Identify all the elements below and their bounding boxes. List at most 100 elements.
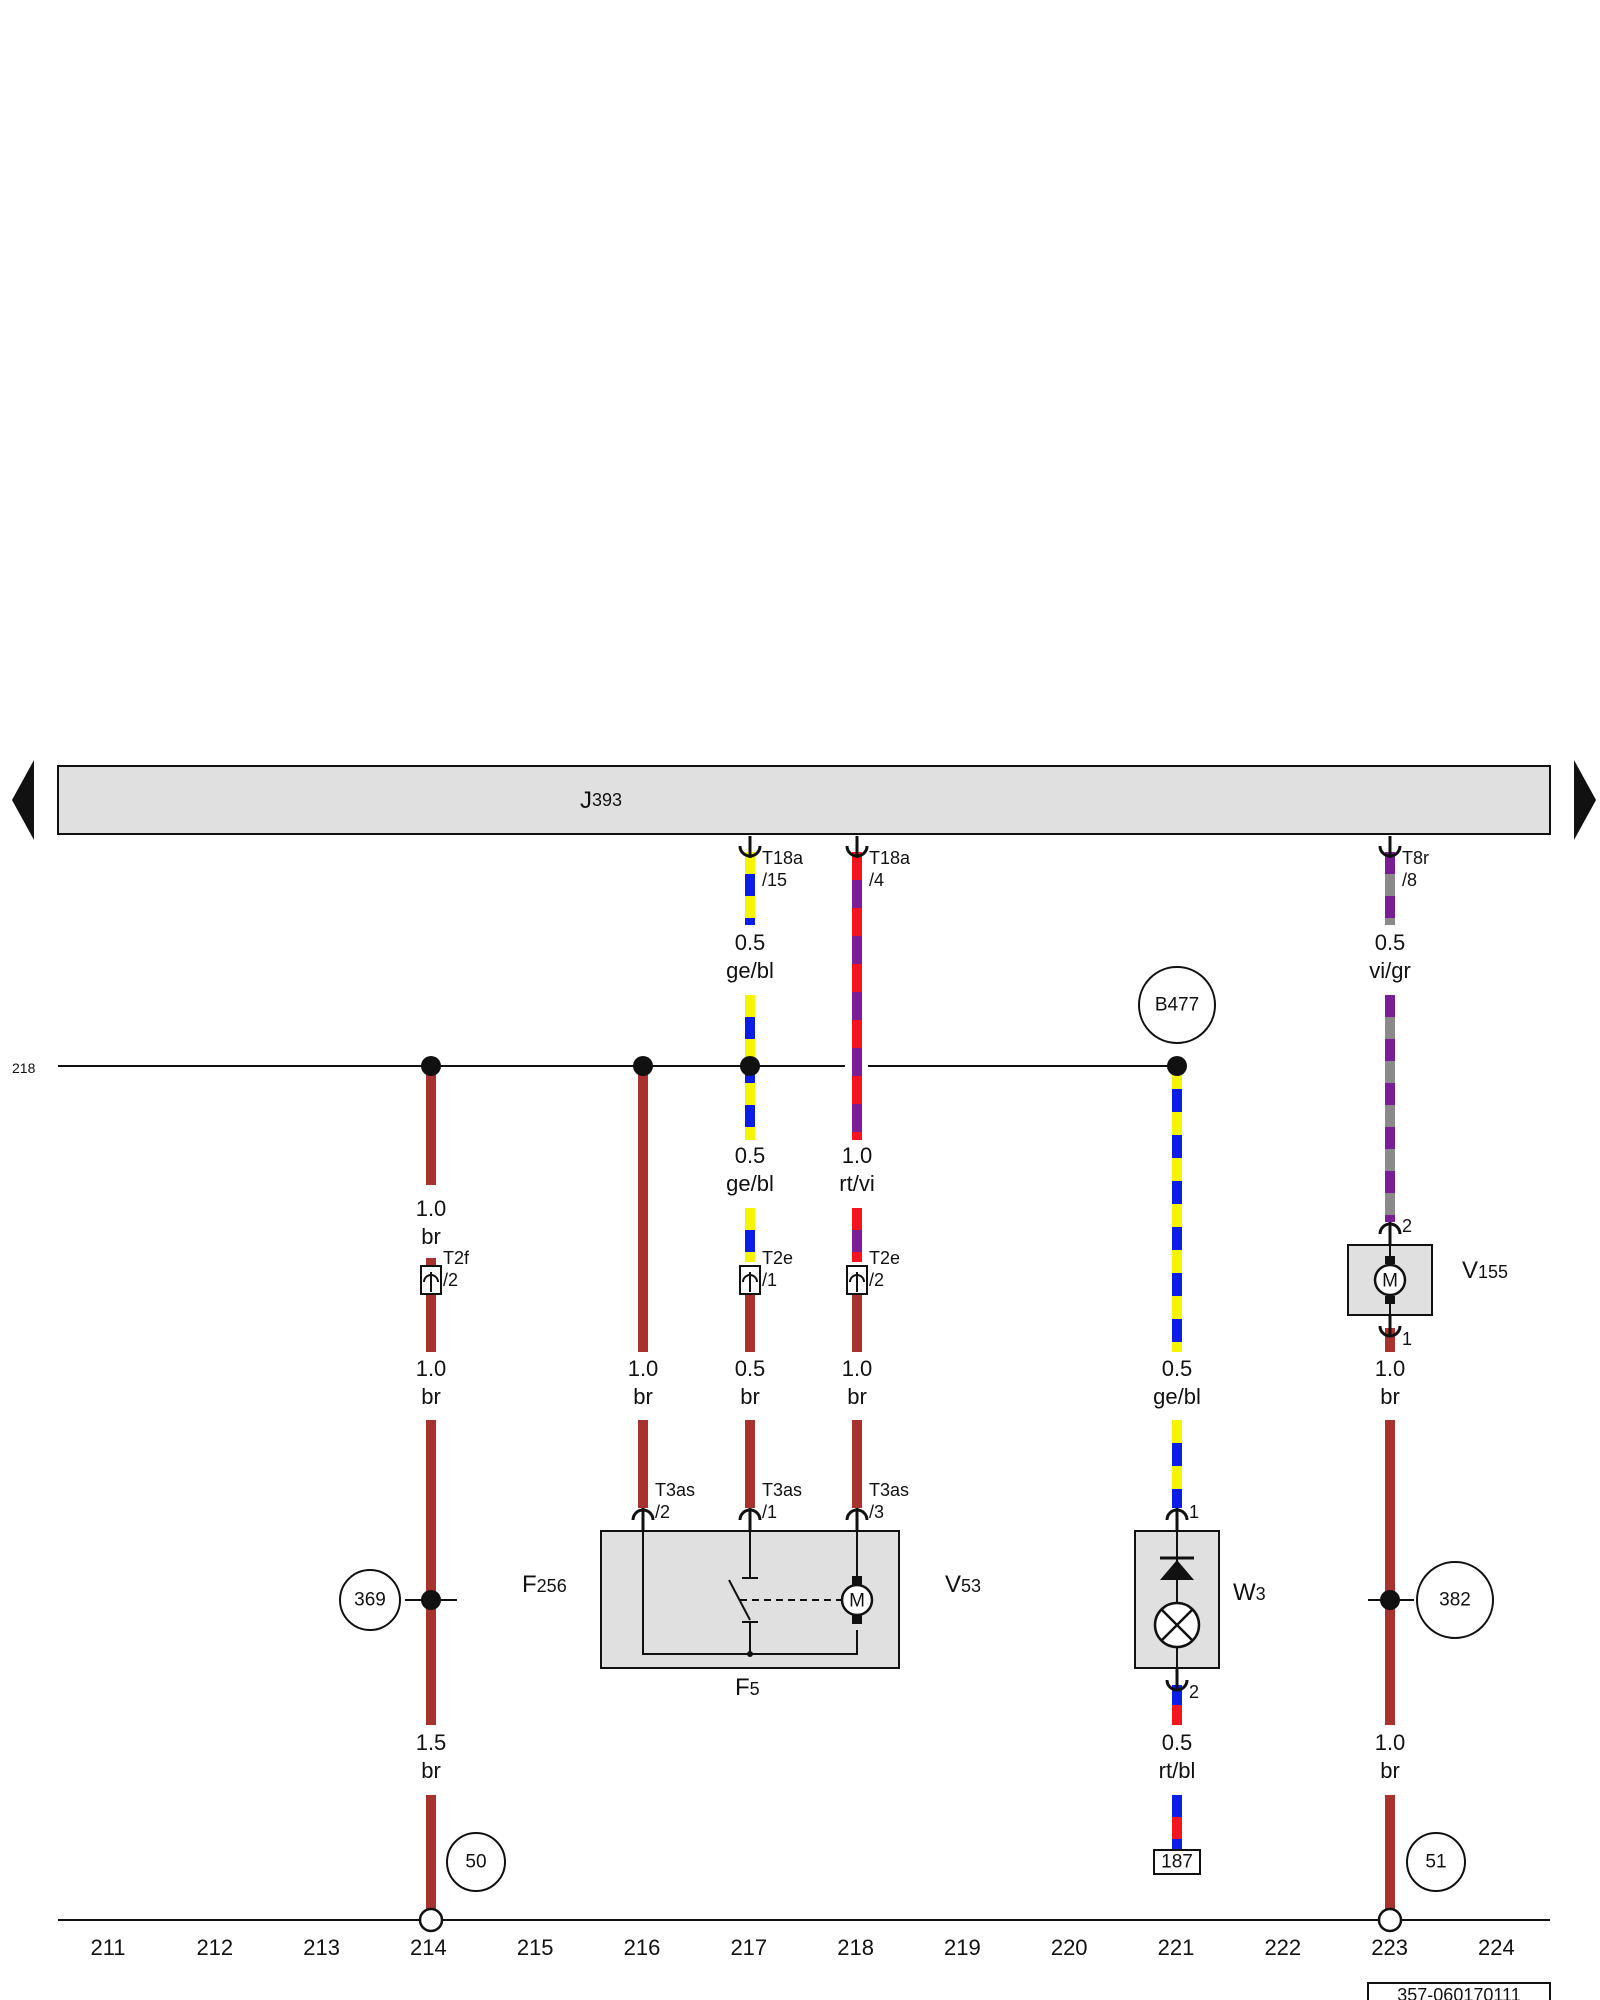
track-number: 224	[1478, 1935, 1515, 1960]
wire-label-221-mid: 0.5 ge/bl	[1153, 1356, 1201, 1409]
svg-text:50: 50	[465, 1852, 486, 1873]
svg-text:1.0: 1.0	[842, 1143, 873, 1168]
ref-b477[interactable]: B477	[1138, 966, 1216, 1044]
svg-text:T3as: T3as	[762, 1480, 802, 1500]
motor-v53-icon: M	[840, 1532, 874, 1624]
doc-id-box: 357-060170111	[1367, 1982, 1551, 2000]
svg-text:T3as: T3as	[655, 1480, 695, 1500]
svg-text:M: M	[1382, 1271, 1398, 1292]
svg-text:1: 1	[1402, 1329, 1412, 1349]
svg-text:382: 382	[1439, 1590, 1471, 1611]
svg-text:T18a: T18a	[869, 848, 911, 868]
wire-label-223-low: 1.0 br	[1375, 1730, 1406, 1783]
wire-223-upper	[1385, 995, 1395, 1222]
svg-text:T2f: T2f	[443, 1248, 470, 1268]
svg-text:br: br	[421, 1758, 441, 1783]
lamp-w3-icon	[1153, 1601, 1201, 1649]
ref-187-box[interactable]: 187	[1153, 1849, 1201, 1875]
svg-text:1.0: 1.0	[842, 1356, 873, 1381]
wire-label-221-low: 0.5 rt/bl	[1159, 1730, 1196, 1783]
svg-text:0.5: 0.5	[1162, 1356, 1193, 1381]
wire-label-216: 1.0 br	[628, 1356, 659, 1409]
svg-text:1.0: 1.0	[416, 1356, 447, 1381]
track-number: 221	[1158, 1935, 1195, 1960]
svg-text:1.0: 1.0	[1375, 1730, 1406, 1755]
wire-217-top	[745, 852, 755, 925]
wire-label-223-top: 0.5 vi/gr	[1369, 930, 1411, 983]
svg-text:/15: /15	[762, 870, 787, 890]
svg-text:0.5: 0.5	[1375, 930, 1406, 955]
svg-text:0.5: 0.5	[735, 1356, 766, 1381]
svg-text:187: 187	[1161, 1852, 1193, 1873]
wire-218-lower	[852, 1208, 862, 1262]
svg-text:357-060170111: 357-060170111	[1397, 1985, 1520, 2000]
svg-text:/2: /2	[655, 1502, 670, 1522]
wire-221-upper	[1172, 1066, 1182, 1352]
svg-text:T18a: T18a	[762, 848, 804, 868]
svg-text:0.5: 0.5	[735, 1143, 766, 1168]
connector-t18a-4: T18a /4	[845, 836, 911, 890]
svg-text:B477: B477	[1155, 995, 1199, 1016]
wire-223-top	[1385, 852, 1395, 925]
svg-text:ge/bl: ge/bl	[726, 1171, 774, 1196]
junction-214	[421, 1056, 441, 1076]
wire-221-lower	[1172, 1420, 1182, 1508]
connector-t3as-2: T3as /2	[631, 1480, 695, 1532]
track-number: 212	[196, 1935, 233, 1960]
component-v155-label: V155	[1462, 1257, 1508, 1284]
track-number: 222	[1264, 1935, 1301, 1960]
wire-217-lower	[745, 1208, 755, 1262]
connector-t2e-1: T2e /1	[739, 1248, 793, 1295]
svg-text:M: M	[849, 1591, 865, 1612]
svg-text:/2: /2	[443, 1270, 458, 1290]
junction-217	[740, 1056, 760, 1076]
connector-t2f-2: T2f /2	[420, 1248, 470, 1295]
connector-v155-2: 2	[1378, 1216, 1412, 1246]
ref-382[interactable]: 382	[1368, 1561, 1494, 1639]
svg-text:/2: /2	[869, 1270, 884, 1290]
connector-t3as-1: T3as /1	[738, 1480, 802, 1532]
svg-text:2: 2	[1189, 1682, 1199, 1702]
svg-text:/1: /1	[762, 1270, 777, 1290]
svg-text:br: br	[421, 1384, 441, 1409]
connector-v155-1: 1	[1378, 1314, 1412, 1349]
ref-51[interactable]: 51	[1406, 1832, 1466, 1892]
page-next-arrow-icon[interactable]	[1574, 760, 1596, 840]
connector-t3as-3: T3as /3	[845, 1480, 909, 1532]
svg-text:1.0: 1.0	[1375, 1356, 1406, 1381]
svg-text:1.0: 1.0	[416, 1196, 447, 1221]
svg-text:T8r: T8r	[1402, 848, 1429, 868]
motor-v155-icon: M	[1373, 1246, 1407, 1314]
svg-text:T3as: T3as	[869, 1480, 909, 1500]
wire-label-214-upper: 1.0 br	[416, 1196, 447, 1249]
ref-50[interactable]: 50	[446, 1832, 506, 1892]
svg-text:1.5: 1.5	[416, 1730, 447, 1755]
connector-t8r-8: T8r /8	[1378, 836, 1429, 890]
svg-text:/4: /4	[869, 870, 884, 890]
svg-text:br: br	[740, 1384, 760, 1409]
track-number: 220	[1051, 1935, 1088, 1960]
svg-text:ge/bl: ge/bl	[726, 958, 774, 983]
wire-label-218-mid: 1.0 rt/vi	[839, 1143, 874, 1196]
junction-216	[633, 1056, 653, 1076]
track-number: 216	[624, 1935, 661, 1960]
control-unit-j393-label: J393	[580, 787, 622, 814]
svg-text:1: 1	[1189, 1502, 1199, 1522]
svg-text:/3: /3	[869, 1502, 884, 1522]
wire-label-217-top: 0.5 ge/bl	[726, 930, 774, 983]
track-number: 217	[730, 1935, 767, 1960]
connector-t18a-15: T18a /15	[738, 836, 804, 890]
svg-text:br: br	[1380, 1758, 1400, 1783]
track-number: 215	[517, 1935, 554, 1960]
svg-text:1.0: 1.0	[628, 1356, 659, 1381]
wire-label-223-mid: 1.0 br	[1375, 1356, 1406, 1409]
wire-218-upper	[852, 852, 862, 1140]
component-f256-label: F256	[522, 1571, 567, 1598]
page-prev-arrow-icon[interactable]	[12, 760, 34, 840]
ref-369[interactable]: 369	[339, 1569, 457, 1631]
svg-text:vi/gr: vi/gr	[1369, 958, 1411, 983]
svg-text:51: 51	[1425, 1852, 1446, 1873]
svg-text:T2e: T2e	[869, 1248, 900, 1268]
